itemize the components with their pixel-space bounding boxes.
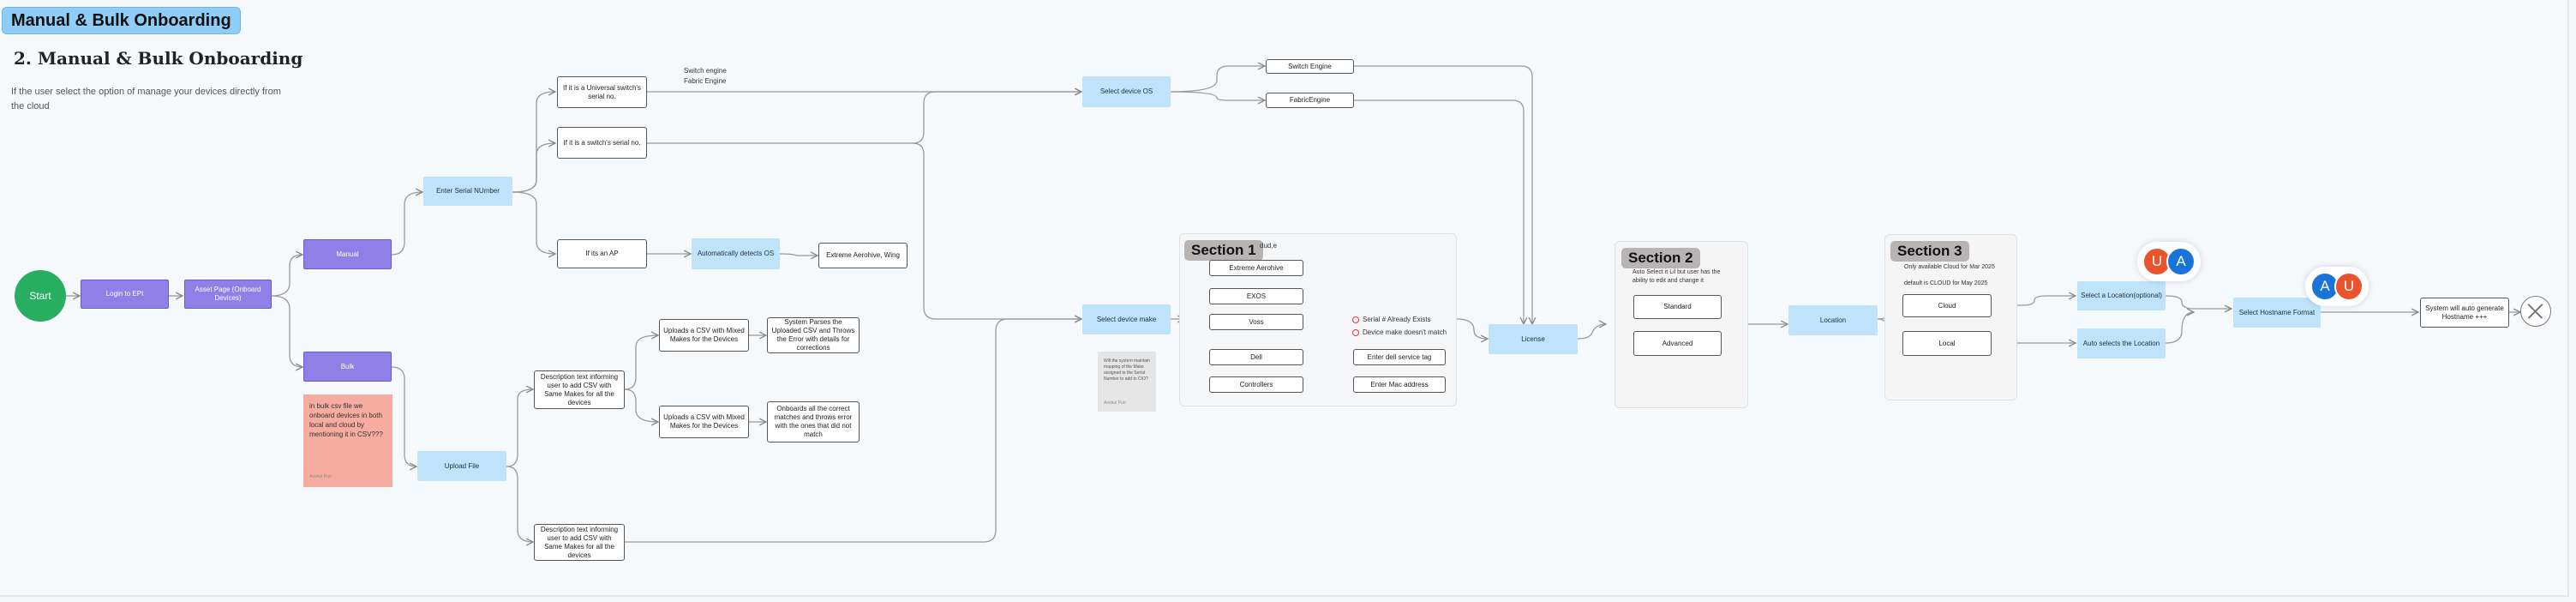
board-heading: 2. Manual & Bulk Onboarding — [14, 48, 303, 69]
node-enter-dell-tag[interactable]: Enter dell service tag — [1353, 349, 1446, 365]
edge-switch-os — [647, 92, 1081, 144]
node-make-controllers[interactable]: Controllers — [1209, 376, 1303, 393]
node-if-ap[interactable]: If its an AP — [557, 239, 647, 268]
edge-cloud-selectloc — [1992, 296, 2076, 306]
section-3-note-2: default is CLOUD for May 2025 — [1904, 280, 1988, 286]
edge-manual-serial — [391, 192, 422, 256]
engine-note: Switch engine Fabric Engine — [684, 67, 727, 85]
edge-autoloc-hostname — [2165, 312, 2194, 344]
node-location[interactable]: Location — [1788, 305, 1878, 335]
edge-asset-manual — [271, 255, 303, 297]
node-make-exos[interactable]: EXOS — [1209, 288, 1303, 304]
node-bulk[interactable]: Bulk — [303, 352, 392, 382]
section-3-note-1: Only available Cloud for Mar 2025 — [1904, 264, 1995, 270]
node-upload-mixed-2[interactable]: Uploads a CSV with Mixed Makes for the D… — [659, 406, 749, 438]
node-make-voss[interactable]: Voss — [1209, 314, 1303, 330]
node-enter-mac[interactable]: Enter Mac address — [1353, 376, 1446, 393]
node-switch-serial[interactable]: If it is a switch's serial no. — [557, 127, 647, 159]
edge-serial-ap — [512, 191, 555, 254]
edge-upload-descsame — [506, 466, 533, 542]
edge-os-switchengine — [1170, 66, 1265, 93]
sticky-gray-author: Anshul Puri — [1104, 400, 1126, 406]
edge-descmixed-upload2 — [624, 388, 658, 422]
node-upload-file[interactable]: Upload File — [417, 451, 506, 481]
edge-descsame-make — [625, 319, 1081, 543]
node-standard[interactable]: Standard — [1633, 295, 1722, 319]
edge-upload-descmixed — [506, 389, 533, 467]
section-3 — [1884, 234, 2017, 400]
edge-switch-make — [912, 142, 1081, 319]
node-universal-serial[interactable]: If it is a Universal switch's serial no. — [557, 76, 647, 108]
error-icon — [1352, 328, 1359, 336]
edge-fabric-license — [1354, 99, 1524, 324]
edge-license-section2 — [1577, 324, 1606, 340]
avatar[interactable]: U — [2142, 247, 2172, 276]
node-local[interactable]: Local — [1902, 331, 1992, 356]
section-2-label[interactable]: Section 2 — [1621, 248, 1700, 268]
edge-serial-switch — [512, 143, 555, 193]
error-serial-exists: Serial # Already Exists — [1352, 316, 1431, 324]
node-make-extreme[interactable]: Extreme Aerohive — [1209, 260, 1303, 276]
node-advanced[interactable]: Advanced — [1633, 331, 1722, 356]
sticky-gray-text: Will the system maintain mapping of the … — [1104, 358, 1150, 382]
node-enter-serial[interactable]: Enter Serial NUmber — [423, 177, 512, 206]
avatar[interactable]: U — [2334, 272, 2363, 301]
collaborator-avatars-1[interactable]: U A — [2137, 242, 2201, 281]
edge-bulk-upload — [391, 366, 416, 467]
edge-os-fabric — [1170, 91, 1265, 100]
sticky-bulk-text: in bulk csv file we onboard devices in b… — [309, 402, 383, 438]
node-select-hostname[interactable]: Select Hostname Format — [2233, 298, 2321, 328]
node-select-os[interactable]: Select device OS — [1082, 76, 1171, 107]
error-make-mismatch: Device make doesn't match — [1352, 328, 1447, 337]
section-2-note: Auto Select it Lil but user has the abil… — [1632, 269, 1721, 284]
edge-asset-bulk — [271, 295, 303, 367]
error-make-mismatch-text: Device make doesn't match — [1363, 328, 1447, 336]
edge-selectloc-hostname — [2165, 295, 2232, 309]
node-make-dell[interactable]: Dell — [1209, 349, 1303, 365]
frame-title-tag[interactable]: Manual & Bulk Onboarding — [2, 7, 241, 34]
node-cloud[interactable]: Cloud — [1902, 294, 1992, 317]
node-desc-same[interactable]: Description text informing user to add C… — [534, 524, 625, 561]
edge-autodetect-extreme — [779, 254, 818, 256]
node-extreme-wing[interactable]: Extreme Aerohive, Wing — [818, 243, 908, 268]
node-select-location-optional[interactable]: Select a Location(optional) — [2077, 281, 2166, 310]
section-1-dud-note: dud,e — [1260, 242, 1278, 250]
sticky-bulk-author: Anshul Puri — [309, 474, 332, 479]
edge-serial-universal — [512, 92, 555, 193]
node-select-make[interactable]: Select device make — [1082, 304, 1171, 334]
edge-switchengine-license — [1354, 65, 1532, 324]
node-login[interactable]: Login to EPI — [81, 280, 169, 309]
node-auto-detect-os[interactable]: Automatically detects OS — [692, 238, 780, 269]
node-system-parses[interactable]: System Parses the Uploaded CSV and Throw… — [767, 317, 860, 353]
edge-descmixed-upload1 — [624, 335, 658, 390]
node-desc-mixed[interactable]: Description text informing user to add C… — [534, 370, 625, 409]
avatar[interactable]: A — [2166, 247, 2196, 276]
section-1-label[interactable]: Section 1 — [1184, 240, 1263, 261]
error-icon — [1352, 316, 1359, 323]
node-manual[interactable]: Manual — [303, 239, 392, 269]
section-3-label[interactable]: Section 3 — [1890, 241, 1969, 262]
node-switch-engine[interactable]: Switch Engine — [1266, 59, 1354, 74]
node-upload-mixed-1[interactable]: Uploads a CSV with Mixed Makes for the D… — [659, 319, 749, 352]
node-onboards-all[interactable]: Onboards all the correct matches and thr… — [767, 401, 860, 442]
collaborator-avatars-2[interactable]: A U — [2305, 267, 2369, 306]
start-node[interactable]: Start — [15, 270, 66, 322]
node-license[interactable]: License — [1489, 324, 1578, 354]
node-auto-selects-location[interactable]: Auto selects the Location — [2077, 328, 2166, 358]
sticky-gray-note: Will the system maintain mapping of the … — [1098, 352, 1156, 412]
end-node[interactable] — [2520, 296, 2551, 327]
edge-section1-license — [1456, 318, 1488, 339]
board-description: If the user select the option of manage … — [11, 87, 281, 111]
error-serial-exists-text: Serial # Already Exists — [1363, 316, 1431, 323]
node-fabric-engine[interactable]: FabricEngine — [1266, 93, 1354, 108]
node-asset-page[interactable]: Asset Page (Onboard Devices) — [184, 280, 272, 309]
section-2 — [1614, 241, 1748, 408]
sticky-bulk-note: in bulk csv file we onboard devices in b… — [303, 394, 392, 487]
node-auto-generate-hostname[interactable]: System will auto generate Hostname +++ — [2420, 298, 2509, 328]
